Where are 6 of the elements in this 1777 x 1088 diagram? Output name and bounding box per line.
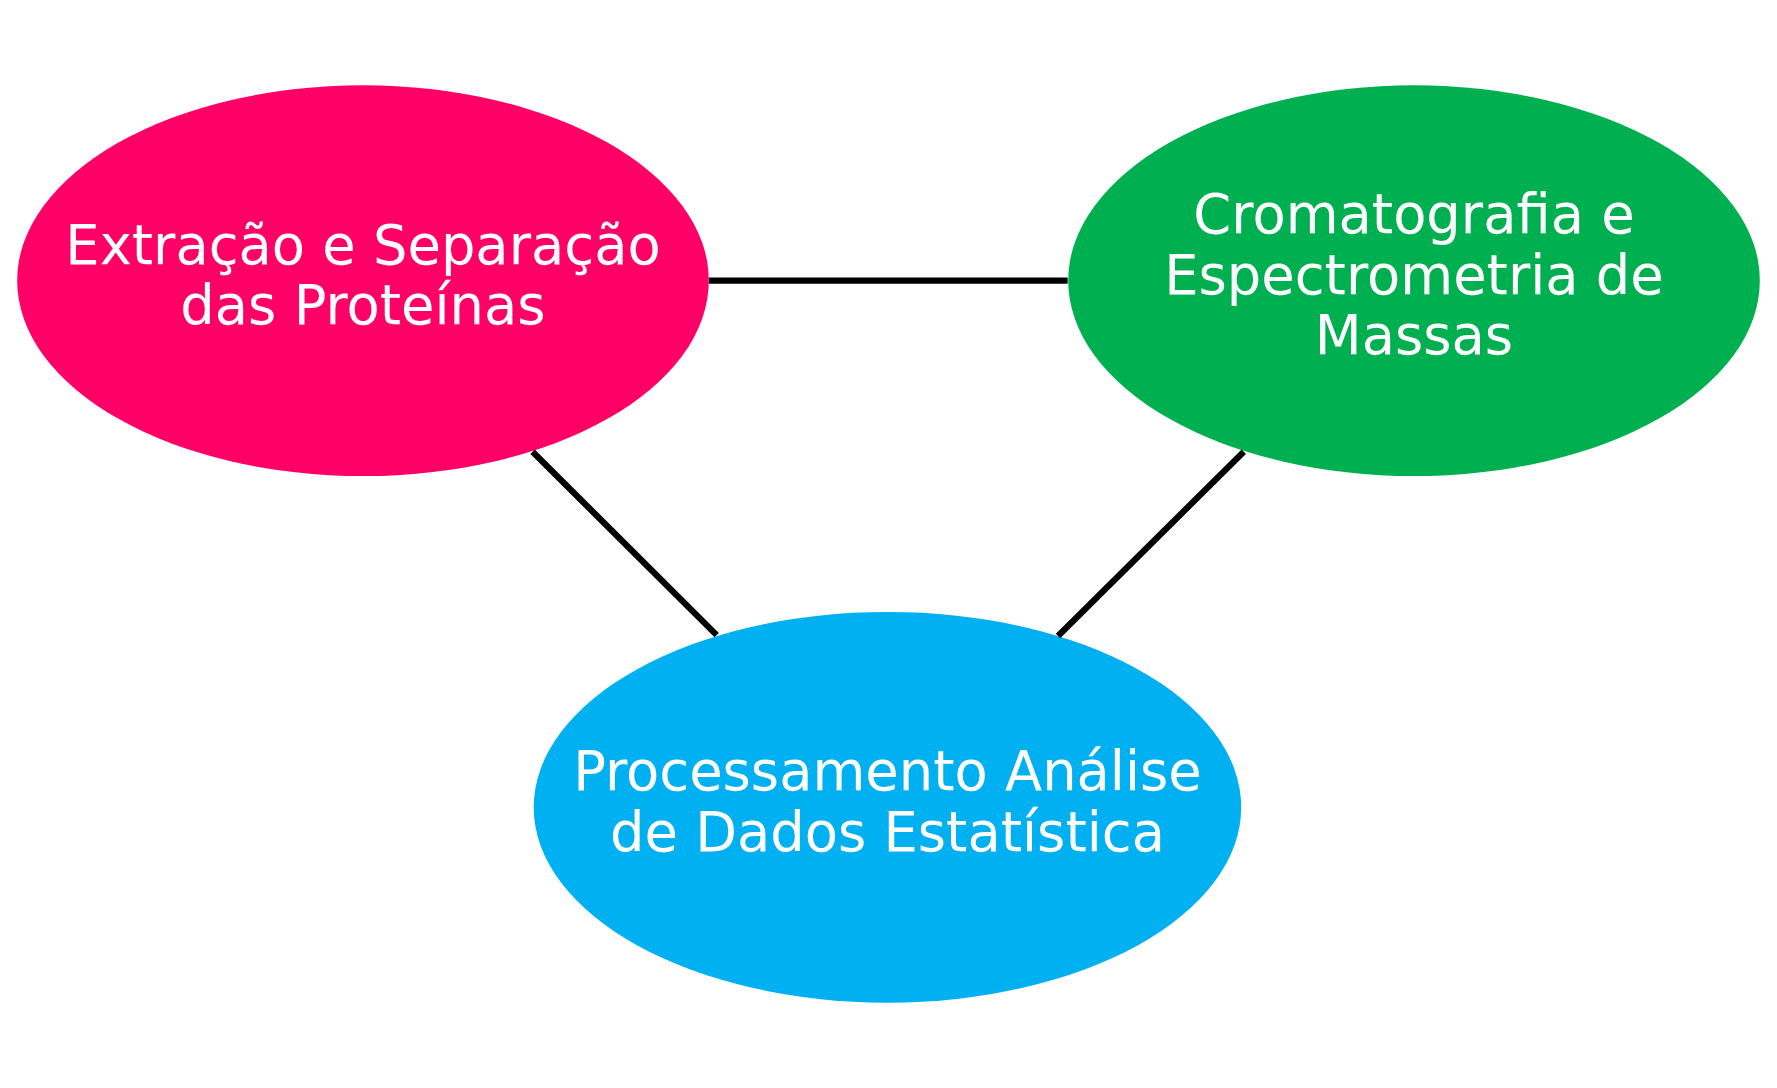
node-ellipse: Extração e Separação das Proteínas bbox=[17, 85, 709, 477]
node-ellipse: Processamento Análise de Dados Estatística bbox=[533, 611, 1242, 1003]
connector bbox=[1055, 449, 1246, 639]
node-ellipse: Cromatografia e Espectrometria de Massas bbox=[1068, 85, 1760, 477]
connector bbox=[708, 277, 1068, 284]
connector bbox=[530, 449, 719, 638]
